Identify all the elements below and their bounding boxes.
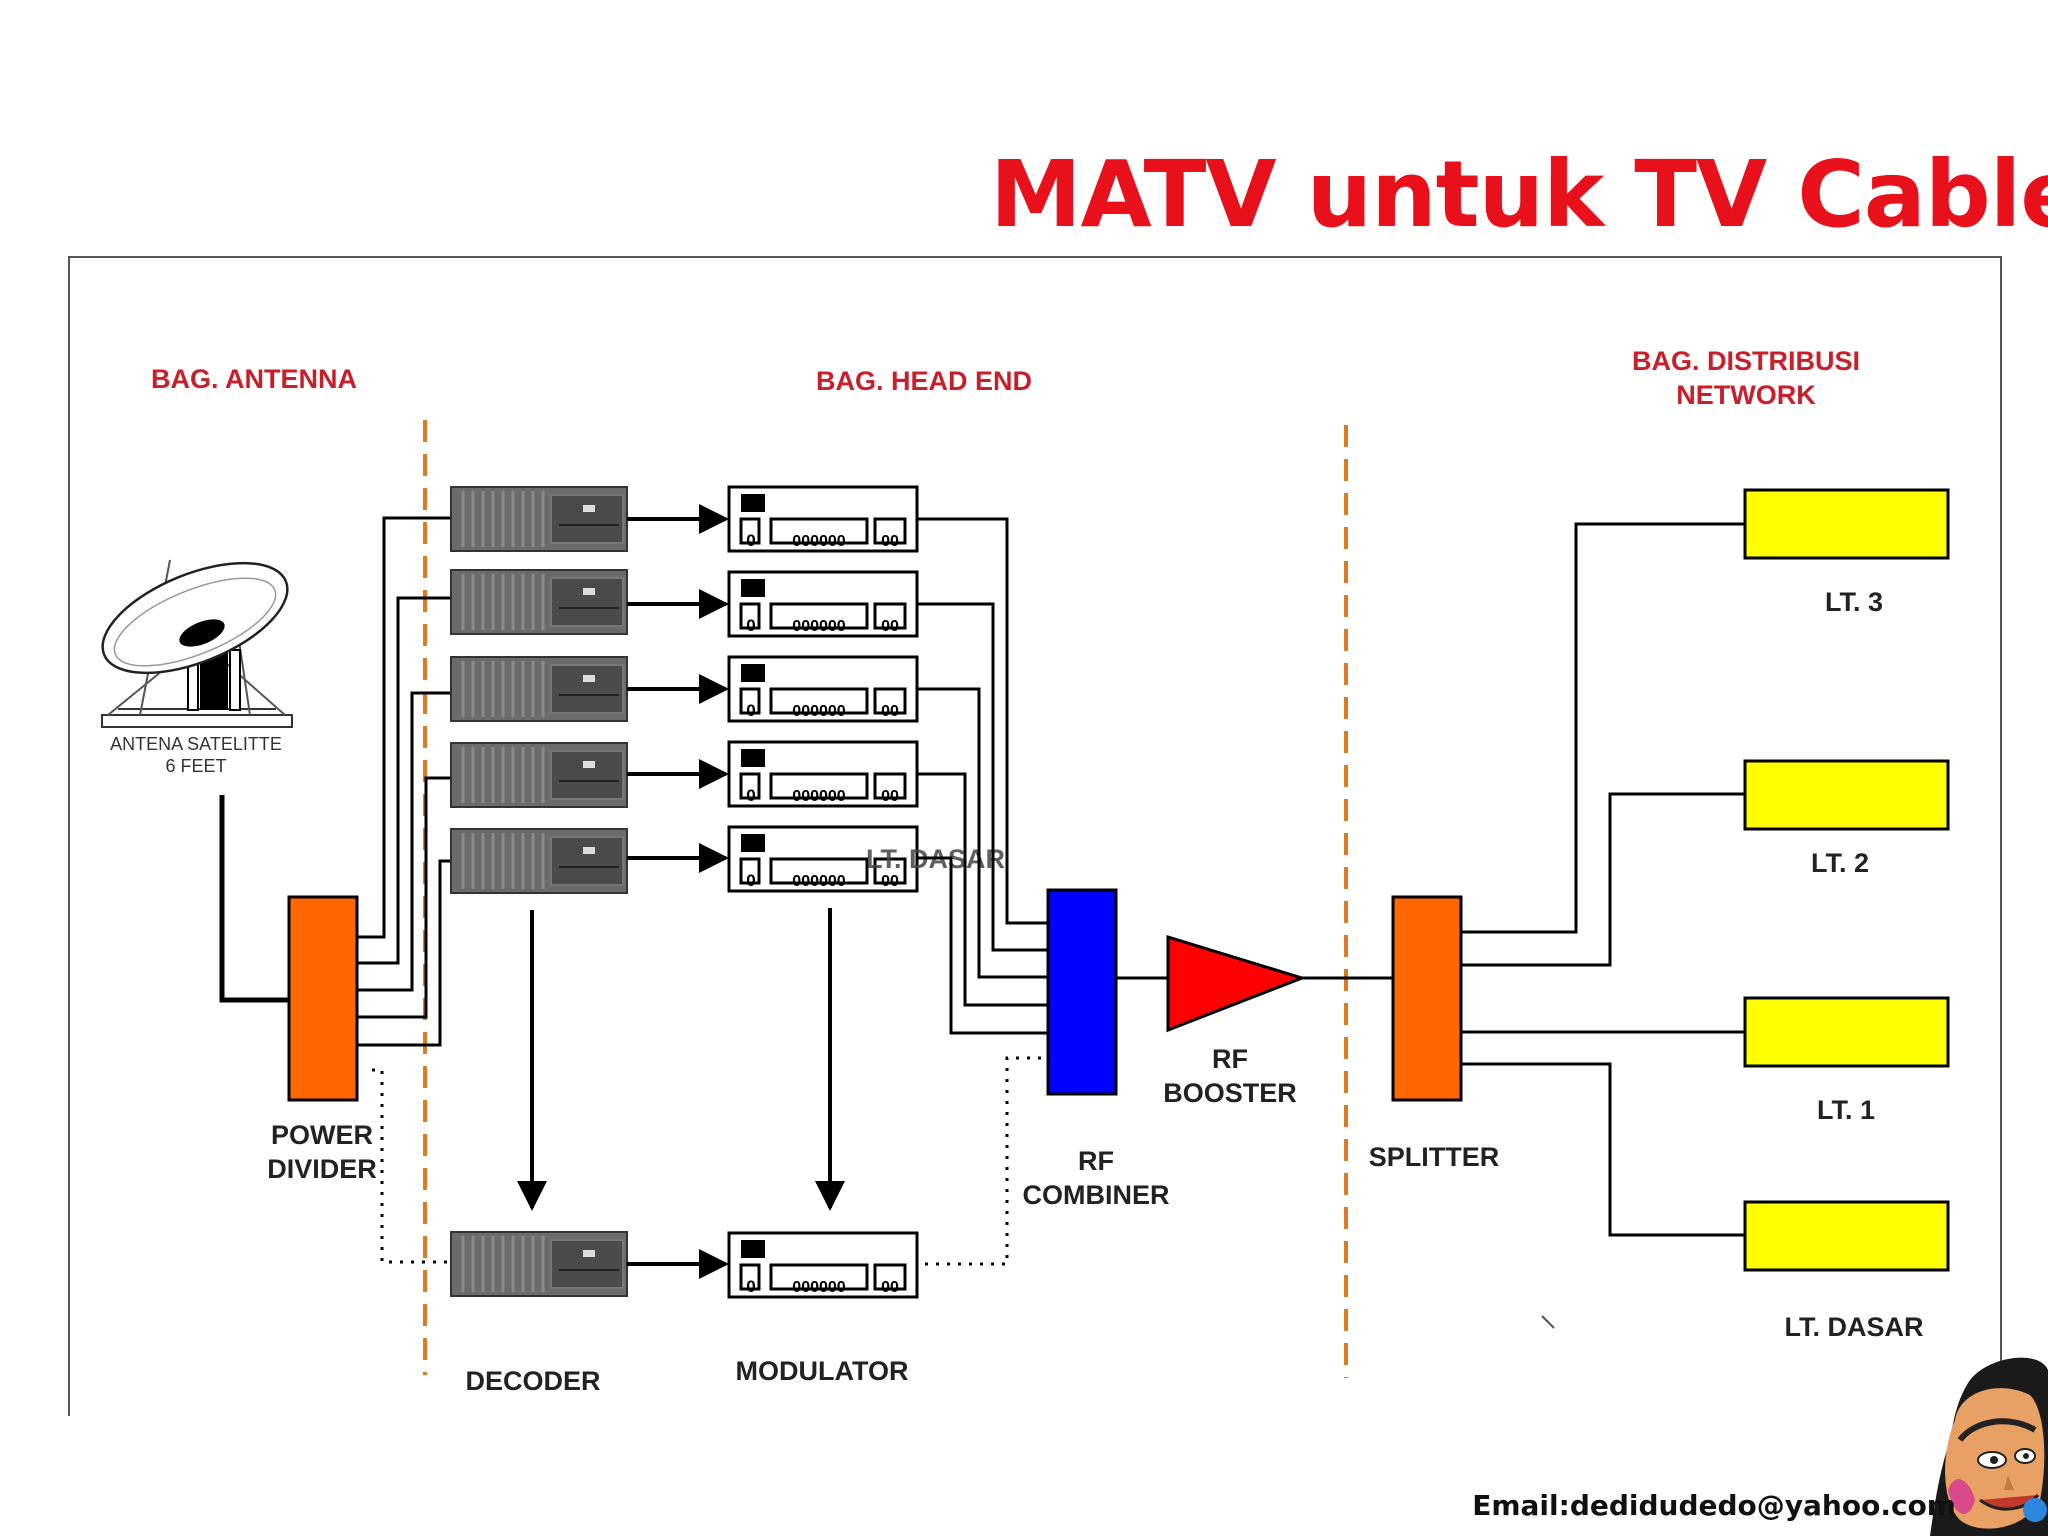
stray-mark: [1541, 1315, 1555, 1329]
section-antenna-label: BAG. ANTENNA: [151, 364, 357, 394]
modulator-port-1: 00: [881, 533, 899, 550]
floor-1-box: [1743, 996, 1950, 1068]
modulator-code-1: 000000: [792, 533, 845, 550]
modulator-port-4: 00: [881, 788, 899, 805]
slide-title: MATV untuk TV Cable: [990, 141, 2048, 248]
modulator-zero-4: 0: [746, 786, 755, 805]
rf-combiner-block: [1046, 888, 1118, 1096]
decoder-unit-spare: [449, 1230, 629, 1298]
modulator-row-1: 0 000000 00: [727, 485, 919, 553]
splitter-block: [1391, 895, 1463, 1102]
satellite-dish-icon: [101, 559, 293, 728]
power-divider-block: [287, 895, 359, 1102]
splitter-floor-lines: [1461, 522, 1744, 1237]
modulator-code-4: 000000: [792, 788, 845, 805]
section-head-end-label: BAG. HEAD END: [816, 366, 1032, 396]
power-divider-label-1: POWER: [271, 1120, 373, 1150]
matv-diagram: BAG. ANTENNA BAG. HEAD END BAG. DISTRIBU…: [101, 346, 1950, 1396]
modulator-zero-3: 0: [746, 701, 755, 720]
antenna-feed-line: [219, 795, 288, 1003]
avatar-cartoon-icon: [1930, 1357, 2048, 1536]
decoder-modulator-arrows: [627, 504, 729, 1279]
modulator-row-5: 0 000000 00: [727, 825, 919, 893]
rf-combiner-label-1: RF: [1078, 1146, 1114, 1176]
modulator-label: MODULATOR: [736, 1356, 909, 1386]
modulator-code-3: 000000: [792, 703, 845, 720]
decoder-unit-3: [449, 655, 629, 723]
rf-booster-triangle: [1166, 934, 1307, 1033]
modulator-zero-2: 0: [746, 616, 755, 635]
modulator-row-3: 0 000000 00: [727, 655, 919, 723]
power-divider-dotted-line: [372, 1068, 450, 1264]
modulator-port-2: 00: [881, 618, 899, 635]
modulator-code-6: 000000: [792, 1279, 845, 1296]
modulator-code-5: 000000: [792, 873, 845, 890]
modulator-row-2: 0 000000 00: [727, 570, 919, 638]
floor-2-label: LT. 2: [1811, 848, 1869, 878]
floor-3-label: LT. 3: [1825, 587, 1883, 617]
modulator-code-2: 000000: [792, 618, 845, 635]
modulator-zero-6: 0: [746, 1277, 755, 1296]
decoder-unit-5: [449, 827, 629, 895]
modulator-port-5: 00: [881, 873, 899, 890]
floor-ground-label: LT. DASAR: [1785, 1312, 1924, 1342]
splitter-label: SPLITTER: [1369, 1142, 1500, 1172]
floor-ground-box: [1743, 1200, 1950, 1272]
diagram-frame: [68, 256, 2002, 1416]
section-distribution-label-1: BAG. DISTRIBUSI: [1632, 346, 1860, 376]
rf-combiner-label-2: COMBINER: [1023, 1180, 1170, 1210]
contact-email: Email:dedidudedo@yahoo.com: [1472, 1489, 1956, 1522]
modulator-zero-1: 0: [746, 531, 755, 550]
antenna-label-2: 6 FEET: [165, 756, 226, 776]
section-distribution-label-2: NETWORK: [1676, 380, 1816, 410]
floor-1-label: LT. 1: [1817, 1095, 1875, 1125]
divider-decoder-lines: [357, 516, 450, 1047]
decoder-unit-1: [449, 485, 629, 553]
rf-booster-label-1: RF: [1212, 1044, 1248, 1074]
decoder-unit-4: [449, 741, 629, 809]
modulator-row-4: 0 000000 00: [727, 740, 919, 808]
combiner-dotted-line: [925, 1056, 1047, 1266]
modulator-port-6: 00: [881, 1279, 899, 1296]
modulator-row-spare: 0 000000 00: [727, 1231, 919, 1299]
decoder-unit-2: [449, 568, 629, 636]
rf-booster-label-2: BOOSTER: [1163, 1078, 1297, 1108]
floor-2-box: [1743, 759, 1950, 831]
modulator-combiner-lines: [917, 517, 1047, 1035]
power-divider-label-2: DIVIDER: [267, 1154, 377, 1184]
antenna-label-1: ANTENA SATELITTE: [110, 734, 282, 754]
modulator-zero-5: 0: [746, 871, 755, 890]
modulator-port-3: 00: [881, 703, 899, 720]
floor-3-box: [1743, 488, 1950, 560]
decoder-label: DECODER: [465, 1366, 600, 1396]
